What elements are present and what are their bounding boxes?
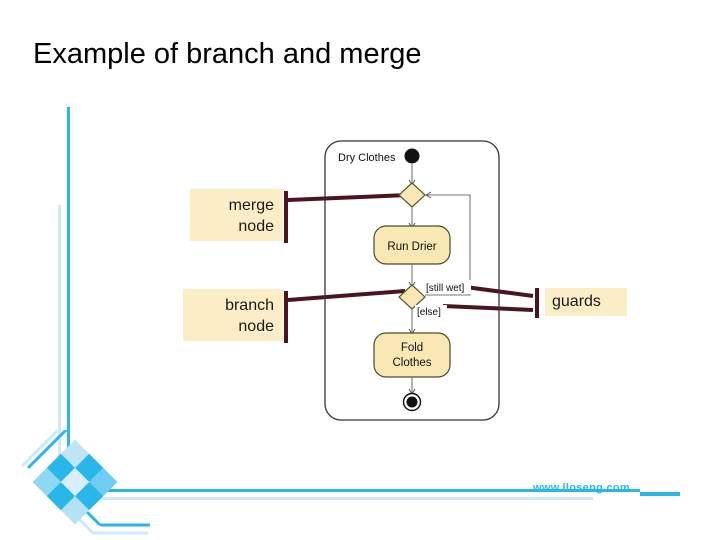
edge-branch-to-merge-loopback <box>425 191 471 296</box>
decorative-vertical-line-primary <box>67 107 70 487</box>
footer-url: www.lloseng.com <box>533 482 630 494</box>
page-title: Example of branch and merge <box>33 38 422 70</box>
callout-guards: guards <box>545 288 627 316</box>
final-node <box>402 392 422 412</box>
initial-node <box>404 148 420 164</box>
decorative-vertical-line-secondary <box>58 205 61 480</box>
merge-node <box>398 182 426 208</box>
action-fold-clothes-label-line1: Fold <box>401 342 423 354</box>
decorative-corner-diamond-icon <box>20 430 150 536</box>
action-run-drier-label: Run Drier <box>387 241 436 253</box>
guard-label-still-wet: [still wet] <box>426 283 465 294</box>
decorative-horizontal-line-primary <box>100 489 640 492</box>
action-fold-clothes <box>373 332 451 378</box>
activity-frame <box>324 140 500 421</box>
guard-label-else: [else] <box>417 307 441 318</box>
footer-rule <box>640 492 680 496</box>
callout-merge-node: merge node <box>190 189 283 241</box>
callout-bar-merge <box>284 191 288 243</box>
activity-frame-label: Dry Clothes <box>338 152 396 164</box>
callout-branch-node: branch node <box>183 289 283 341</box>
uml-activity-diagram: Dry Clothes Run Drier [still wet] [else]… <box>324 140 500 421</box>
decorative-horizontal-line-secondary <box>93 497 593 500</box>
callout-bar-branch <box>284 291 288 343</box>
callout-bar-guards <box>535 288 539 318</box>
action-fold-clothes-label-line2: Clothes <box>393 357 432 369</box>
